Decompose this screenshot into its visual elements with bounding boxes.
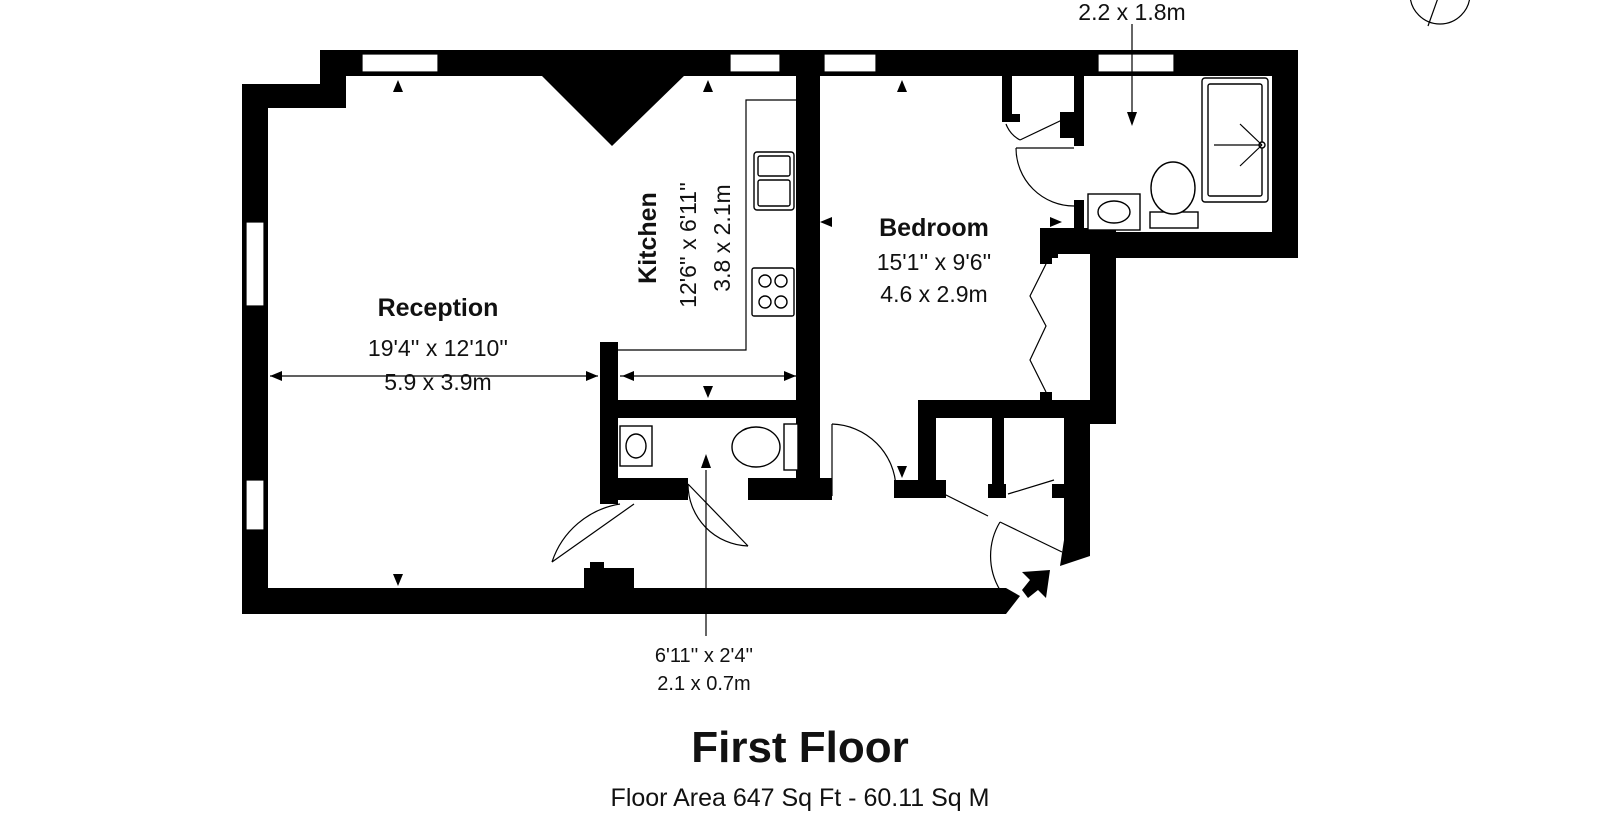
- toilet-icon: [731, 423, 799, 471]
- kitchen-name: Kitchen: [634, 192, 662, 284]
- windows: [245, 53, 1175, 531]
- chimney-breast: [540, 74, 686, 146]
- reception-dim-metric: 5.9 x 3.9m: [384, 369, 491, 395]
- dimension-lines: [270, 24, 1137, 636]
- bathroom-fittings: [1087, 77, 1269, 231]
- toilet-icon: [1149, 161, 1199, 229]
- doors: [551, 119, 1075, 591]
- reception-name: Reception: [378, 294, 499, 322]
- bedroom-dim-metric: 4.6 x 2.9m: [880, 281, 987, 307]
- floor-title: First Floor: [691, 723, 909, 772]
- entrance-arrow-icon: [1022, 570, 1050, 598]
- bathroom-dim-metric: 2.2 x 1.8m: [1078, 0, 1185, 25]
- compass-icon: [1410, 0, 1470, 27]
- room-labels: Reception 19'4'' x 12'10'' 5.9 x 3.9m Ki…: [368, 0, 1186, 695]
- shower-icon: [1201, 77, 1269, 203]
- kitchen-fittings: [618, 99, 796, 351]
- wc-dim-metric: 2.1 x 0.7m: [657, 673, 750, 695]
- floor-caption: First Floor Floor Area 647 Sq Ft - 60.11…: [611, 723, 990, 812]
- reception-dim-imperial: 19'4'' x 12'10'': [368, 335, 508, 361]
- kitchen-dim-metric: 3.8 x 2.1m: [709, 184, 735, 291]
- kitchen-dim-imperial: 12'6'' x 6'11'': [675, 182, 701, 308]
- interior-walls: [584, 76, 1116, 590]
- sink-icon: [753, 151, 795, 211]
- floor-area: Floor Area 647 Sq Ft - 60.11 Sq M: [611, 784, 990, 812]
- wc-dim-imperial: 6'11'' x 2'4'': [655, 645, 753, 667]
- bedroom-dim-imperial: 15'1'' x 9'6'': [877, 249, 992, 275]
- basin-icon: [619, 425, 653, 467]
- wc-fittings: [619, 423, 799, 471]
- hob-icon: [751, 267, 795, 317]
- basin-icon: [1087, 193, 1141, 231]
- bedroom-name: Bedroom: [879, 214, 989, 242]
- outer-walls: [242, 50, 1298, 614]
